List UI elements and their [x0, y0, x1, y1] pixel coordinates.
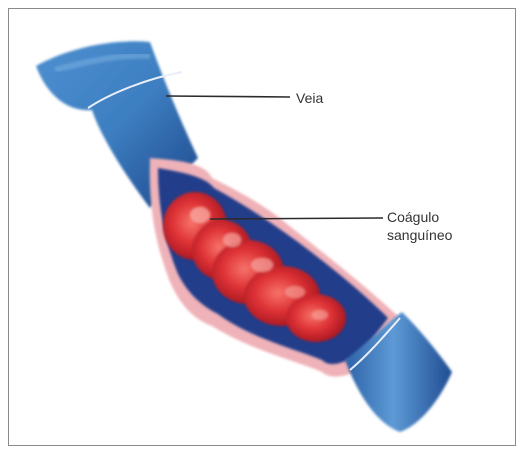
vein-leader-line: [166, 96, 290, 97]
clot-label: Coágulo sanguíneo: [387, 208, 507, 244]
clot-label-line-1: Coágulo: [387, 208, 507, 226]
clot-label-line-2: sanguíneo: [387, 226, 507, 244]
clot-leader-line: [210, 218, 383, 219]
vein-label: Veia: [296, 89, 323, 107]
